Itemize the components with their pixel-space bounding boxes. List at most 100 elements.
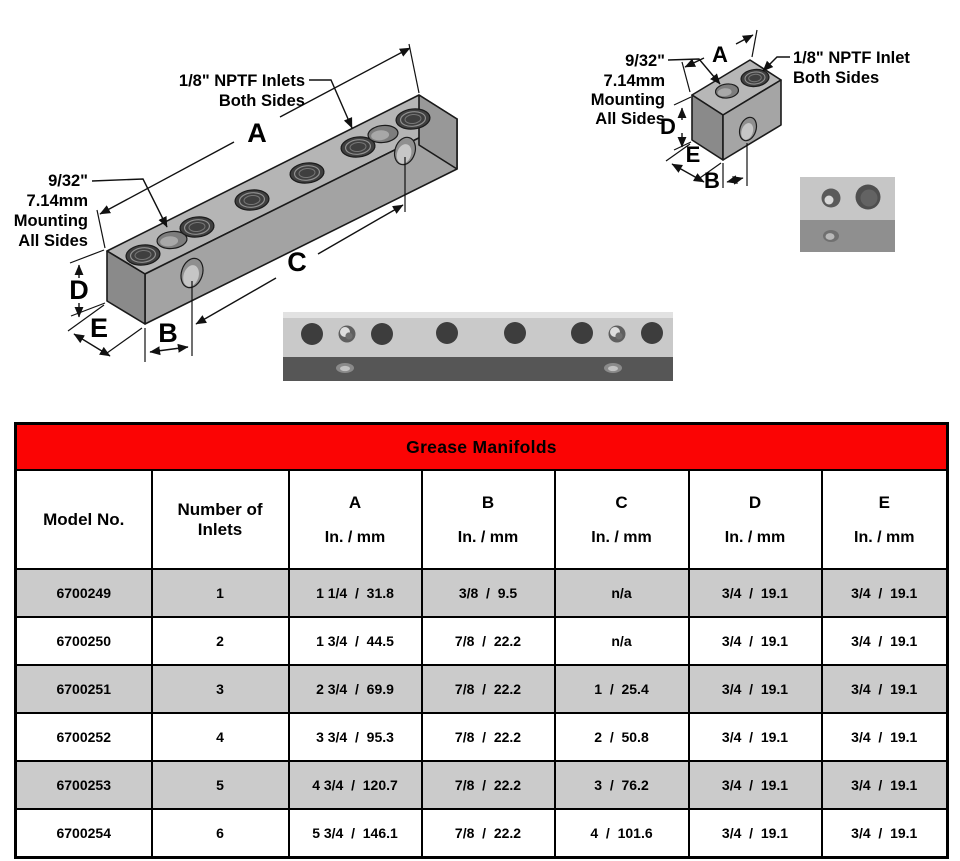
small-inlet-callout-leader xyxy=(762,56,790,72)
dim-b-label: B xyxy=(158,318,178,348)
cell-a: 4 3/4 / 120.7 xyxy=(287,760,423,810)
threaded-inlet-hole xyxy=(289,162,325,184)
dim-d-extension xyxy=(673,96,692,106)
photo-inlet-hole xyxy=(571,322,593,344)
cell-model: 6700250 xyxy=(14,616,153,666)
cell-model: 6700254 xyxy=(14,808,153,859)
small-mounting-callout-line3: Mounting xyxy=(591,91,665,109)
spec-table-wrapper: Grease Manifolds Model No. Number of Inl… xyxy=(14,422,950,859)
cell-d: 3/4 / 19.1 xyxy=(687,712,823,762)
threaded-inlet-hole xyxy=(340,136,376,158)
plain-mounting-hole xyxy=(367,124,399,144)
small-mounting-callout-line1: 9/32" xyxy=(625,52,665,70)
long-mounting-callout-line2: 7.14mm xyxy=(27,192,88,210)
cell-d: 3/4 / 19.1 xyxy=(687,760,823,810)
table-row: 6700252 4 3 3/4 / 95.3 7/8 / 22.2 2 / 50… xyxy=(14,712,949,762)
photo-top-face xyxy=(800,177,895,220)
cell-inlets: 5 xyxy=(150,760,290,810)
plain-mounting-hole xyxy=(714,83,740,99)
dim-c-line xyxy=(317,204,404,255)
photo-inlet-hole xyxy=(504,322,526,344)
dim-a-label: A xyxy=(247,118,267,148)
threaded-inlet-hole xyxy=(234,189,270,211)
dim-d-label: D xyxy=(660,114,676,139)
table-row: 6700251 3 2 3/4 / 69.9 7/8 / 22.2 1 / 25… xyxy=(14,664,949,714)
photo-front-face xyxy=(800,220,895,252)
dim-a-line xyxy=(684,57,705,68)
col-header-d-units: In. / mm xyxy=(724,528,786,546)
photo-inlet-hole xyxy=(301,323,323,345)
col-header-e: E In. / mm xyxy=(820,469,949,570)
dim-e-label: E xyxy=(686,142,701,167)
small-inlet-callout-line1: 1/8" NPTF Inlet xyxy=(793,49,910,67)
dim-a-line xyxy=(99,141,235,215)
cell-inlets: 6 xyxy=(150,808,290,859)
dim-a-extension xyxy=(96,209,106,249)
threaded-inlet-hole xyxy=(740,68,770,88)
long-mounting-callout-leader xyxy=(91,178,168,228)
dim-e-extension xyxy=(665,143,691,162)
small-mounting-callout-line2: 7.14mm xyxy=(604,72,665,90)
cell-e: 3/4 / 19.1 xyxy=(820,664,949,714)
long-left-end-face xyxy=(106,250,146,325)
cell-b: 7/8 / 22.2 xyxy=(420,760,556,810)
side-mounting-hole xyxy=(180,257,204,289)
col-header-c: C In. / mm xyxy=(553,469,690,570)
dim-b-line xyxy=(149,343,189,356)
dim-e-extension xyxy=(106,327,143,354)
col-header-inlets: Number of Inlets xyxy=(150,469,290,570)
dim-a-line xyxy=(279,47,411,118)
photo-inlet-hole xyxy=(436,322,458,344)
dim-a-extension xyxy=(408,43,420,94)
dim-e-line xyxy=(73,333,111,357)
col-header-c-units: In. / mm xyxy=(591,528,652,546)
long-manifold-photo xyxy=(283,312,673,381)
cell-inlets: 1 xyxy=(150,568,290,618)
long-mounting-callout-line4: All Sides xyxy=(18,232,88,250)
cell-e: 3/4 / 19.1 xyxy=(820,808,949,859)
table-title: Grease Manifolds xyxy=(14,422,949,471)
cell-model: 6700253 xyxy=(14,760,153,810)
cell-a: 1 3/4 / 44.5 xyxy=(287,616,423,666)
cell-inlets: 2 xyxy=(150,616,290,666)
photo-side-hole xyxy=(823,230,839,242)
cell-model: 6700249 xyxy=(14,568,153,618)
col-header-model: Model No. xyxy=(14,469,153,570)
cell-inlets: 3 xyxy=(150,664,290,714)
table-header-row: Model No. Number of Inlets A In. / mm B … xyxy=(14,469,949,570)
cell-c: 4 / 101.6 xyxy=(553,808,690,859)
cell-b: 7/8 / 22.2 xyxy=(420,712,556,762)
photo-side-hole xyxy=(336,363,354,373)
photo-mounting-hole xyxy=(608,325,626,343)
col-header-inlets-line2: Inlets xyxy=(197,519,243,539)
threaded-inlet-hole xyxy=(395,108,431,130)
dim-c-line xyxy=(195,277,277,325)
cell-b: 7/8 / 22.2 xyxy=(420,664,556,714)
dim-d-extension xyxy=(69,249,105,264)
col-header-b-units: In. / mm xyxy=(457,528,519,546)
cell-b: 7/8 / 22.2 xyxy=(420,616,556,666)
cell-c: n/a xyxy=(553,616,690,666)
table-row: 6700249 1 1 1/4 / 31.8 3/8 / 9.5 n/a 3/4… xyxy=(14,568,949,618)
photo-inlet-hole xyxy=(855,184,881,210)
dim-a-label: A xyxy=(712,42,728,67)
cell-d: 3/4 / 19.1 xyxy=(687,808,823,859)
cell-e: 3/4 / 19.1 xyxy=(820,568,949,618)
photo-mounting-hole xyxy=(338,325,356,343)
side-mounting-hole xyxy=(393,136,417,166)
small-manifold-drawing: A D E B 1/8" NPTF Inlet Both Sides 9/32" xyxy=(591,29,910,193)
threaded-inlet-hole xyxy=(125,244,161,266)
cell-model: 6700252 xyxy=(14,712,153,762)
side-mounting-hole xyxy=(738,116,758,142)
photo-inlet-hole xyxy=(371,323,393,345)
col-header-inlets-line1: Number of xyxy=(177,499,263,519)
dim-a-extension xyxy=(751,29,758,58)
cell-c: n/a xyxy=(553,568,690,618)
long-inlet-callout-line1: 1/8" NPTF Inlets xyxy=(179,72,305,90)
cell-e: 3/4 / 19.1 xyxy=(820,616,949,666)
cell-c: 3 / 76.2 xyxy=(553,760,690,810)
col-header-e-units: In. / mm xyxy=(854,528,915,546)
photo-mounting-hole xyxy=(821,188,841,208)
cell-inlets: 4 xyxy=(150,712,290,762)
small-mounting-callout-line4: All Sides xyxy=(595,110,665,128)
